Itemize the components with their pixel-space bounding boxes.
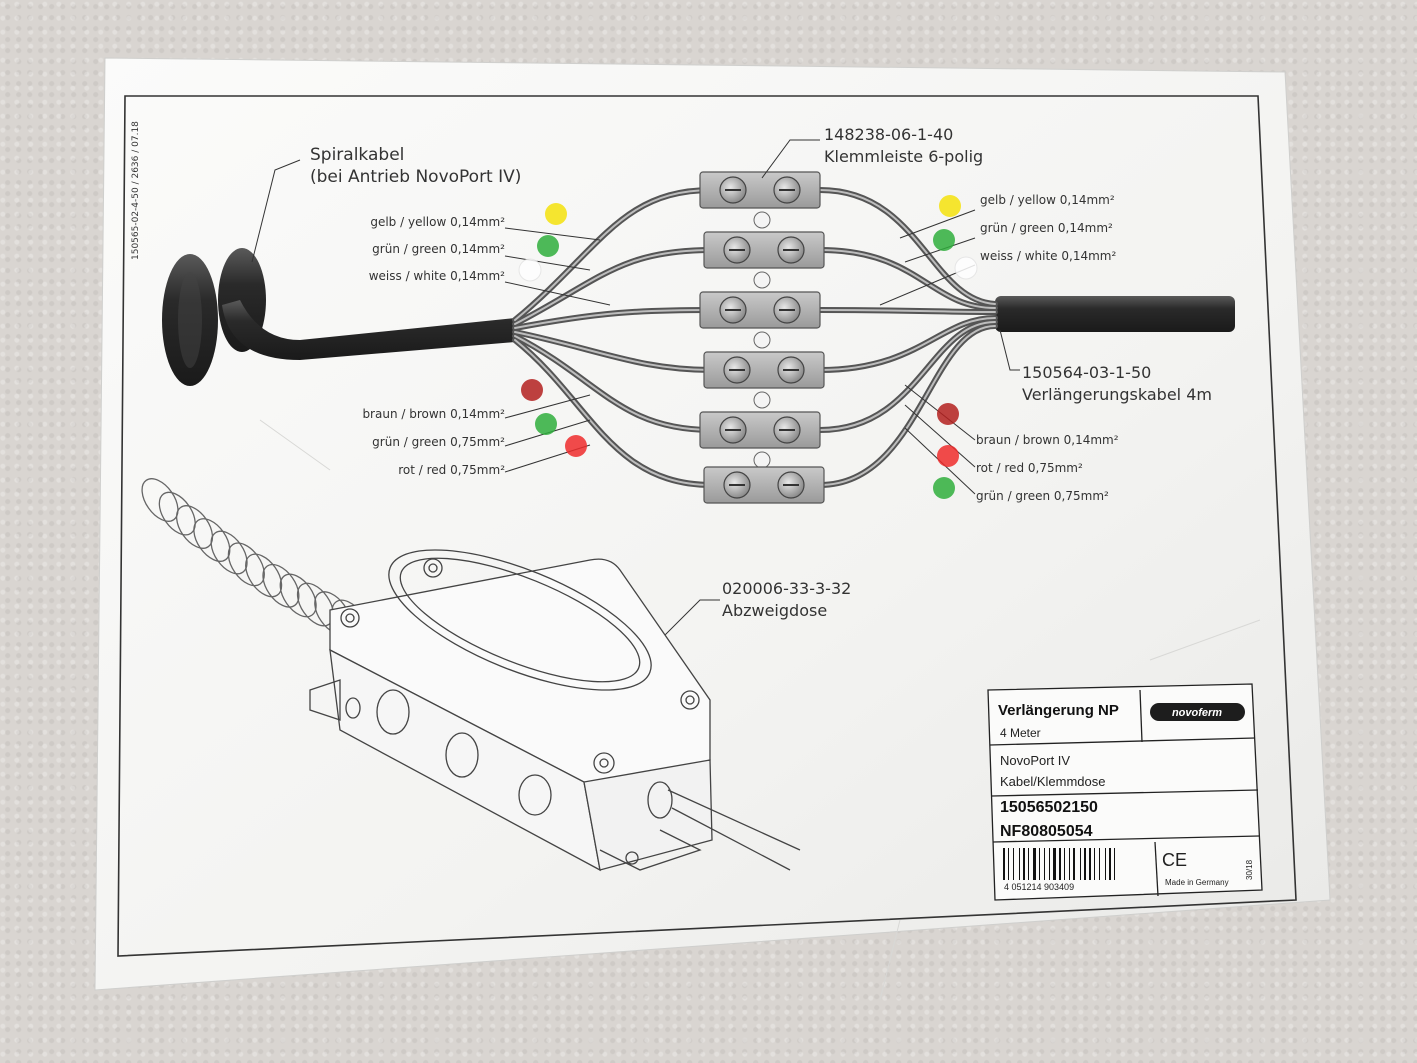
conduit-ring xyxy=(279,573,317,618)
drawing-frame xyxy=(117,95,1297,957)
title-block-date: 30/18 xyxy=(1245,859,1254,880)
conduit-ring xyxy=(262,563,300,608)
conduit-ring xyxy=(245,553,283,598)
barcode-bar xyxy=(1080,848,1081,880)
barcode xyxy=(1003,848,1115,880)
barcode-bar xyxy=(1094,848,1095,880)
barcode-bar xyxy=(1003,848,1005,880)
terminal-block-part: 148238-06-1-40 xyxy=(824,125,953,144)
terminal-row xyxy=(699,291,821,329)
extension-cable-part: 150564-03-1-50 xyxy=(1022,363,1151,382)
terminal-link-hole xyxy=(753,391,771,409)
wire-right-label: weiss / white 0,14mm² xyxy=(980,249,1116,263)
wire-dot-left xyxy=(537,235,559,257)
wire-dot-left xyxy=(521,379,543,401)
spiral-cable-label-2: (bei Antrieb NovoPort IV) xyxy=(310,167,521,187)
barcode-bar xyxy=(1069,848,1070,880)
wires xyxy=(512,187,998,488)
terminal-row xyxy=(703,231,825,269)
terminal-link-hole xyxy=(753,271,771,289)
wire-right-label: rot / red 0,75mm² xyxy=(976,461,1083,475)
title-block-product: NovoPort IV xyxy=(1000,753,1070,768)
wire-left-label: braun / brown 0,14mm² xyxy=(362,407,505,421)
wire-left-label: rot / red 0,75mm² xyxy=(398,463,505,477)
title-block-desc: Kabel/Klemmdose xyxy=(1000,774,1106,789)
novoferm-logo-text: novoferm xyxy=(1172,707,1222,719)
barcode-bar xyxy=(1073,848,1075,880)
barcode-bar xyxy=(1008,848,1009,880)
wire-dot-right xyxy=(939,195,961,217)
ce-mark: CE xyxy=(1162,850,1187,870)
barcode-bar xyxy=(1033,848,1036,880)
wire-right-label: grün / green 0,14mm² xyxy=(980,221,1113,235)
junction-box-name: Abzweigdose xyxy=(722,601,827,620)
title-block-number1: 15056502150 xyxy=(1000,799,1098,816)
barcode-bar xyxy=(1064,848,1065,880)
barcode-bar xyxy=(1049,848,1050,880)
title-block-title: Verlängerung NP xyxy=(998,702,1119,719)
title-block xyxy=(987,683,1263,901)
barcode-bar xyxy=(1099,848,1100,880)
terminal-row xyxy=(699,411,821,449)
wire-dot-left xyxy=(565,435,587,457)
terminal-block xyxy=(699,171,825,504)
wire-left-label: grün / green 0,75mm² xyxy=(372,435,505,449)
barcode-bar xyxy=(1053,848,1056,880)
barcode-bar xyxy=(1084,848,1086,880)
wire-left-label: gelb / yellow 0,14mm² xyxy=(370,215,505,229)
title-block-subtitle: 4 Meter xyxy=(1000,726,1041,740)
barcode-bar xyxy=(1019,848,1020,880)
barcode-bar xyxy=(1039,848,1040,880)
spiral-cable xyxy=(162,248,515,386)
barcode-bar xyxy=(1105,848,1106,880)
side-code: 150565-02-4-50 / 2636 / 07.18 xyxy=(131,121,141,260)
wire-left-label: grün / green 0,14mm² xyxy=(372,242,505,256)
terminal-link-hole xyxy=(753,451,771,469)
wire-right-label: gelb / yellow 0,14mm² xyxy=(980,193,1115,207)
wire-dot-left xyxy=(535,413,557,435)
wire-dot-right xyxy=(954,256,978,280)
wire-dot-right xyxy=(933,477,955,499)
novoferm-logo: novoferm xyxy=(1150,703,1245,721)
terminal-link-hole xyxy=(753,211,771,229)
wire-dot-right xyxy=(933,229,955,251)
conduit-ring xyxy=(227,542,265,587)
barcode-bar xyxy=(1089,848,1091,880)
barcode-bar xyxy=(1013,848,1014,880)
wire-left-label: weiss / white 0,14mm² xyxy=(369,269,505,283)
made-in-germany: Made in Germany xyxy=(1165,878,1229,887)
wire-dot-right xyxy=(937,403,959,425)
conduit-ring xyxy=(296,582,335,627)
conduit-ring xyxy=(210,530,248,575)
barcode-number: 4 051214 903409 xyxy=(1004,882,1074,892)
spiral-cable-label-1: Spiralkabel xyxy=(310,145,404,165)
title-block-number2: NF80805054 xyxy=(1000,823,1093,840)
wire-dot-right xyxy=(937,445,959,467)
barcode-bar xyxy=(1109,848,1111,880)
barcode-bar xyxy=(1023,848,1025,880)
terminal-block-name: Klemmleiste 6-polig xyxy=(824,147,983,166)
wire-dot-left xyxy=(545,203,567,225)
terminal-row xyxy=(699,171,821,209)
barcode-bar xyxy=(1114,848,1115,880)
wire-color-dots xyxy=(518,195,978,499)
wire-dot-left xyxy=(518,258,542,282)
extension-cable-name: Verlängerungskabel 4m xyxy=(1022,385,1212,404)
junction-box-part: 020006-33-3-32 xyxy=(722,579,851,598)
terminal-row xyxy=(703,466,825,504)
wire-right-label: grün / green 0,75mm² xyxy=(976,489,1109,503)
terminal-row xyxy=(703,351,825,389)
barcode-bar xyxy=(1028,848,1029,880)
wire-right-label: braun / brown 0,14mm² xyxy=(976,433,1119,447)
barcode-bar xyxy=(1059,848,1061,880)
junction-box-drawing xyxy=(309,549,801,872)
terminal-link-hole xyxy=(753,331,771,349)
barcode-bar xyxy=(1044,848,1045,880)
extension-cable xyxy=(995,296,1235,332)
